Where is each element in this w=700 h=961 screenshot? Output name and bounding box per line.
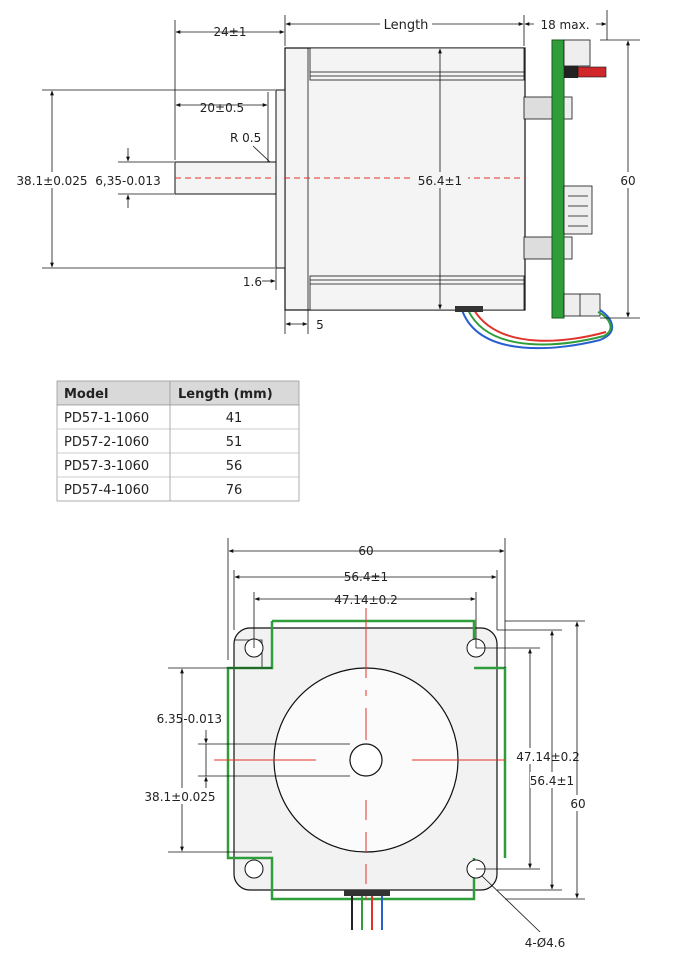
dim-front-body-v: 56.4±1 bbox=[530, 774, 574, 788]
dim-front-holes-v: 47.14±0.2 bbox=[516, 750, 580, 764]
table-cell-model: PD57-1-1060 bbox=[64, 411, 149, 426]
dim-length: Length bbox=[384, 18, 429, 33]
table-cell-model: PD57-4-1060 bbox=[64, 483, 149, 498]
front-view: 60 56.4±1 47.14±0.2 6.35-0.013 38.1±0.02… bbox=[144, 538, 590, 950]
model-table: Model Length (mm) PD57-1-1060 41 PD57-2-… bbox=[56, 380, 300, 502]
dim-flange: 1.6 bbox=[243, 275, 262, 289]
dim-holes: 4-Ø4.6 bbox=[525, 936, 566, 950]
table-cell-length: 51 bbox=[226, 435, 243, 450]
motor-body bbox=[284, 47, 526, 311]
dim-board-depth: 18 max. bbox=[540, 18, 589, 32]
dim-front-width: 60 bbox=[358, 544, 373, 558]
dim-shaft-length: 24±1 bbox=[214, 25, 247, 39]
dim-front-holes: 47.14±0.2 bbox=[334, 593, 398, 607]
dim-shaft-diameter: 6,35-0.013 bbox=[95, 174, 160, 188]
pcb-board bbox=[551, 39, 565, 319]
dim-shaft-flat: 20±0.5 bbox=[200, 101, 244, 115]
shaft-circle bbox=[349, 743, 383, 777]
dim-front-body: 56.4±1 bbox=[344, 570, 388, 584]
flange bbox=[275, 89, 286, 269]
table-cell-model: PD57-2-1060 bbox=[64, 435, 149, 450]
table-header-length: Length (mm) bbox=[178, 387, 273, 402]
red-connector bbox=[577, 66, 607, 78]
table-cell-model: PD57-3-1060 bbox=[64, 459, 149, 474]
side-view: 24±1 Length 18 max. 20±0.5 R 0.5 38.1±0.… bbox=[14, 10, 640, 350]
dim-step: 5 bbox=[316, 318, 324, 332]
table-cell-length: 76 bbox=[226, 483, 243, 498]
dim-pilot: 38.1±0.025 bbox=[16, 174, 87, 188]
dim-front-height: 60 bbox=[570, 797, 585, 811]
table-header-model: Model bbox=[64, 387, 108, 402]
dim-height: 60 bbox=[620, 174, 635, 188]
dim-front-pilot: 38.1±0.025 bbox=[144, 790, 215, 804]
dim-radius: R 0.5 bbox=[230, 131, 261, 145]
table-cell-length: 56 bbox=[226, 459, 243, 474]
dim-front-shaft: 6.35-0.013 bbox=[157, 712, 222, 726]
dim-body: 56.4±1 bbox=[418, 174, 462, 188]
table-cell-length: 41 bbox=[226, 411, 243, 426]
mount-hole bbox=[244, 859, 264, 879]
